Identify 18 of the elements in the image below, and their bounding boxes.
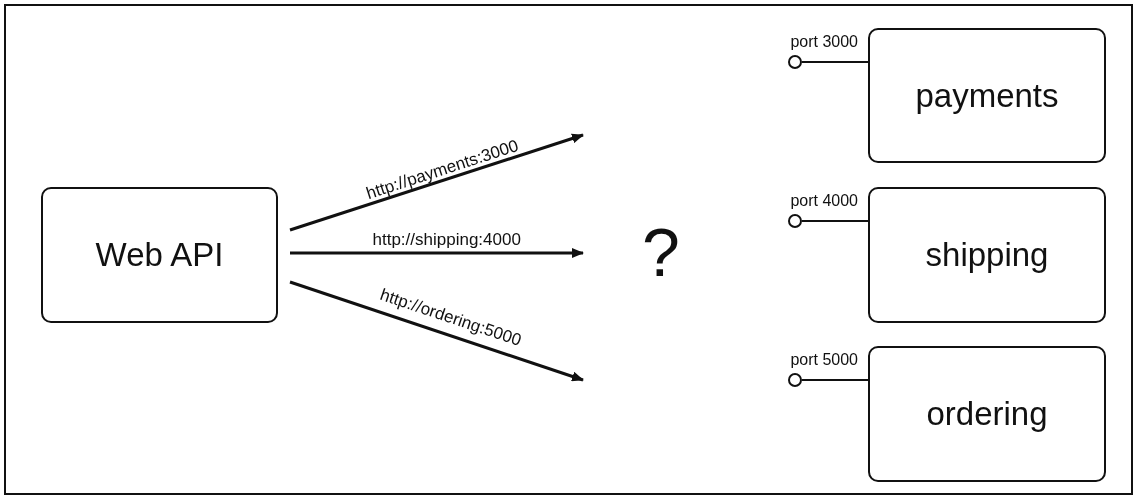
- port-label: port 4000: [790, 192, 858, 210]
- port-label: port 3000: [790, 33, 858, 51]
- arrow: [289, 133, 584, 232]
- port-label: port 5000: [790, 351, 858, 369]
- service-box: ordering: [868, 346, 1106, 482]
- service-box: shipping: [868, 187, 1106, 323]
- port-circle: [788, 55, 802, 69]
- connector-line: [801, 379, 869, 381]
- connector-line: [801, 220, 869, 222]
- port-circle: [788, 214, 802, 228]
- edge-label: http://shipping:4000: [372, 230, 521, 248]
- question-mark: ?: [642, 218, 680, 286]
- arrow: [289, 280, 584, 382]
- arrow: [290, 248, 584, 258]
- service-box: payments: [868, 28, 1106, 163]
- connector-line: [801, 61, 869, 63]
- port-circle: [788, 373, 802, 387]
- service-box: Web API: [41, 187, 278, 323]
